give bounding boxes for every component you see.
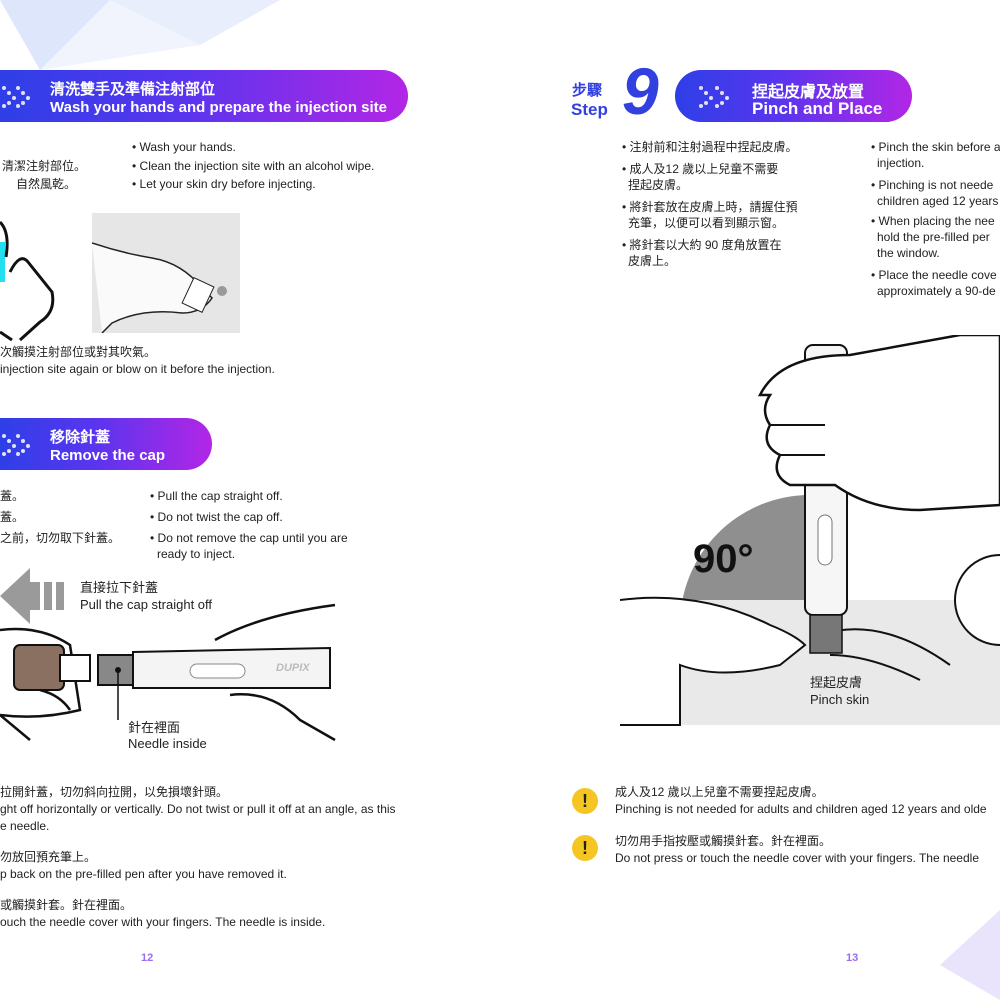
angle-label: 90° <box>693 537 754 581</box>
note-cn: 拉開針蓋，切勿斜向拉開，以免損壞針頭。 <box>0 785 229 799</box>
step-label-cn: 步驟 <box>572 82 603 99</box>
cleaning-site-illustration <box>92 213 240 333</box>
page-number: 13 <box>846 952 859 964</box>
chevrons-icon <box>699 86 729 108</box>
warning-cn: 成人及12 歲以上兒童不需要捏起皮膚。 <box>615 785 824 799</box>
section-title-cn: 清洗雙手及準備注射部位 <box>50 81 216 98</box>
decorative-triangles <box>0 0 280 70</box>
bullet-cn: 蓋。 <box>0 489 25 503</box>
exclamation-icon: ! <box>572 788 598 814</box>
note-en: p back on the pre-filled pen after you h… <box>0 867 287 881</box>
exclamation-icon: ! <box>572 835 598 861</box>
bullet-cn: 之前，切勿取下針蓋。 <box>0 531 121 545</box>
caption-en: injection site again or blow on it befor… <box>0 362 275 376</box>
bullet-cn: 皮膚上。 <box>628 254 677 268</box>
arrow-label-en: Pull the cap straight off <box>80 597 213 612</box>
step-banner-pinch-place: 捏起皮膚及放置 Pinch and Place <box>675 70 912 122</box>
bullet-en: • When placing the nee <box>871 214 995 228</box>
bullet-en: • Pinch the skin before a <box>871 140 1000 154</box>
arrow-label-cn: 直接拉下針蓋 <box>80 580 159 595</box>
note-cn: 或觸摸針套。針在裡面。 <box>0 898 133 912</box>
section-title-cn: 移除針蓋 <box>50 429 111 446</box>
section-banner-remove-cap: 移除針蓋 Remove the cap <box>0 418 212 470</box>
pinch-label-en: Pinch skin <box>810 692 870 707</box>
section-banner-wash-hands: 清洗雙手及準備注射部位 Wash your hands and prepare … <box>0 70 408 122</box>
decorative-triangles <box>940 910 1000 1000</box>
bullet-cn: • 將針套放在皮膚上時，請握住預 <box>622 200 798 214</box>
bullet-en: injection. <box>877 156 925 170</box>
warning-cn: 切勿用手指按壓或觸摸針套。針在裡面。 <box>615 834 832 848</box>
needle-label-cn: 針在裡面 <box>128 720 181 735</box>
pen-cap-illustration <box>0 603 336 742</box>
bullet-cn: 蓋。 <box>0 510 25 524</box>
note-en: ght off horizontally or vertically. Do n… <box>0 802 396 816</box>
chevrons-icon <box>2 86 30 108</box>
bullet-cn: • 注射前和注射過程中捏起皮膚。 <box>622 140 798 154</box>
step-number: 9 <box>622 54 659 128</box>
caption-cn: 次觸摸注射部位或對其吹氣。 <box>0 345 157 359</box>
needle-label-en: Needle inside <box>128 736 207 751</box>
section-title-en: Wash your hands and prepare the injectio… <box>50 99 388 116</box>
section-title-en: Remove the cap <box>50 447 166 464</box>
step-title-cn: 捏起皮膚及放置 <box>752 84 865 101</box>
bullet-en: hold the pre-filled per <box>877 230 990 244</box>
bullet-cn: 自然風乾。 <box>15 177 76 191</box>
warning-en: Pinching is not needed for adults and ch… <box>615 802 987 816</box>
bullet-en: • Let your skin dry before injecting. <box>132 177 316 191</box>
note-en: e needle. <box>0 819 50 833</box>
warning-en: Do not press or touch the needle cover w… <box>615 851 979 865</box>
pinch-and-place-illustration <box>620 335 1000 726</box>
arrow-left-icon <box>0 568 64 624</box>
bullet-en: approximately a 90-de <box>877 284 996 298</box>
hands-illustration <box>0 220 55 342</box>
bullet-cn: 捏起皮膚。 <box>628 178 689 192</box>
pinch-label-cn: 捏起皮膚 <box>810 675 863 690</box>
step-title-en: Pinch and Place <box>752 99 883 118</box>
bullet-en: ready to inject. <box>157 547 236 561</box>
bullet-en: • Do not remove the cap until you are <box>150 531 348 545</box>
note-en: ouch the needle cover with your fingers.… <box>0 915 326 929</box>
bullet-en: • Clean the injection site with an alcoh… <box>132 159 375 173</box>
bullet-cn: 清潔注射部位。 <box>1 159 86 173</box>
bullet-en: • Pinching is not neede <box>871 178 994 192</box>
bullet-cn: 充筆，以便可以看到顯示窗。 <box>628 216 785 230</box>
bullet-en: • Wash your hands. <box>132 140 236 154</box>
bullet-cn: • 成人及12 歲以上兒童不需要 <box>622 162 779 176</box>
page-number: 12 <box>141 952 154 964</box>
chevrons-icon <box>2 434 30 456</box>
bullet-en: • Place the needle cove <box>871 268 997 282</box>
bullet-en: • Pull the cap straight off. <box>150 489 283 503</box>
bullet-en: children aged 12 years <box>877 194 999 208</box>
bullet-en: • Do not twist the cap off. <box>150 510 283 524</box>
pen-brand-label: DUPIX <box>276 662 310 674</box>
step-label-en: Step <box>571 100 608 119</box>
bullet-cn: • 將針套以大約 90 度角放置在 <box>622 238 782 252</box>
note-cn: 勿放回預充筆上。 <box>0 850 97 864</box>
bullet-en: the window. <box>877 246 940 260</box>
